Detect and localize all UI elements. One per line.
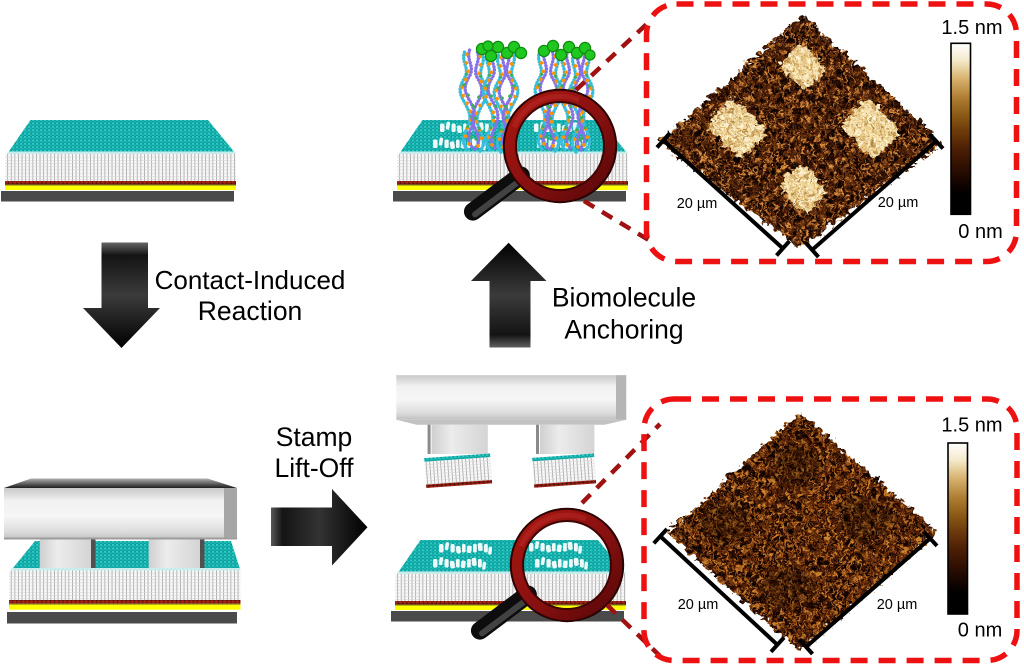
- svg-text:1.5 nm: 1.5 nm: [941, 415, 1002, 437]
- svg-text:Reaction: Reaction: [198, 296, 303, 326]
- svg-text:Contact-Induced: Contact-Induced: [155, 265, 346, 295]
- svg-text:20 µm: 20 µm: [877, 597, 918, 613]
- svg-text:20 µm: 20 µm: [678, 597, 719, 613]
- svg-text:1.5 nm: 1.5 nm: [941, 17, 1002, 39]
- svg-text:Anchoring: Anchoring: [564, 315, 683, 345]
- svg-text:Biomolecule: Biomolecule: [552, 283, 696, 313]
- svg-text:0 nm: 0 nm: [958, 620, 1002, 642]
- svg-text:20 µm: 20 µm: [677, 196, 718, 212]
- svg-text:20 µm: 20 µm: [878, 195, 919, 211]
- svg-text:Stamp: Stamp: [276, 422, 353, 452]
- svg-text:0 nm: 0 nm: [958, 221, 1002, 243]
- svg-text:Lift-Off: Lift-Off: [274, 453, 354, 483]
